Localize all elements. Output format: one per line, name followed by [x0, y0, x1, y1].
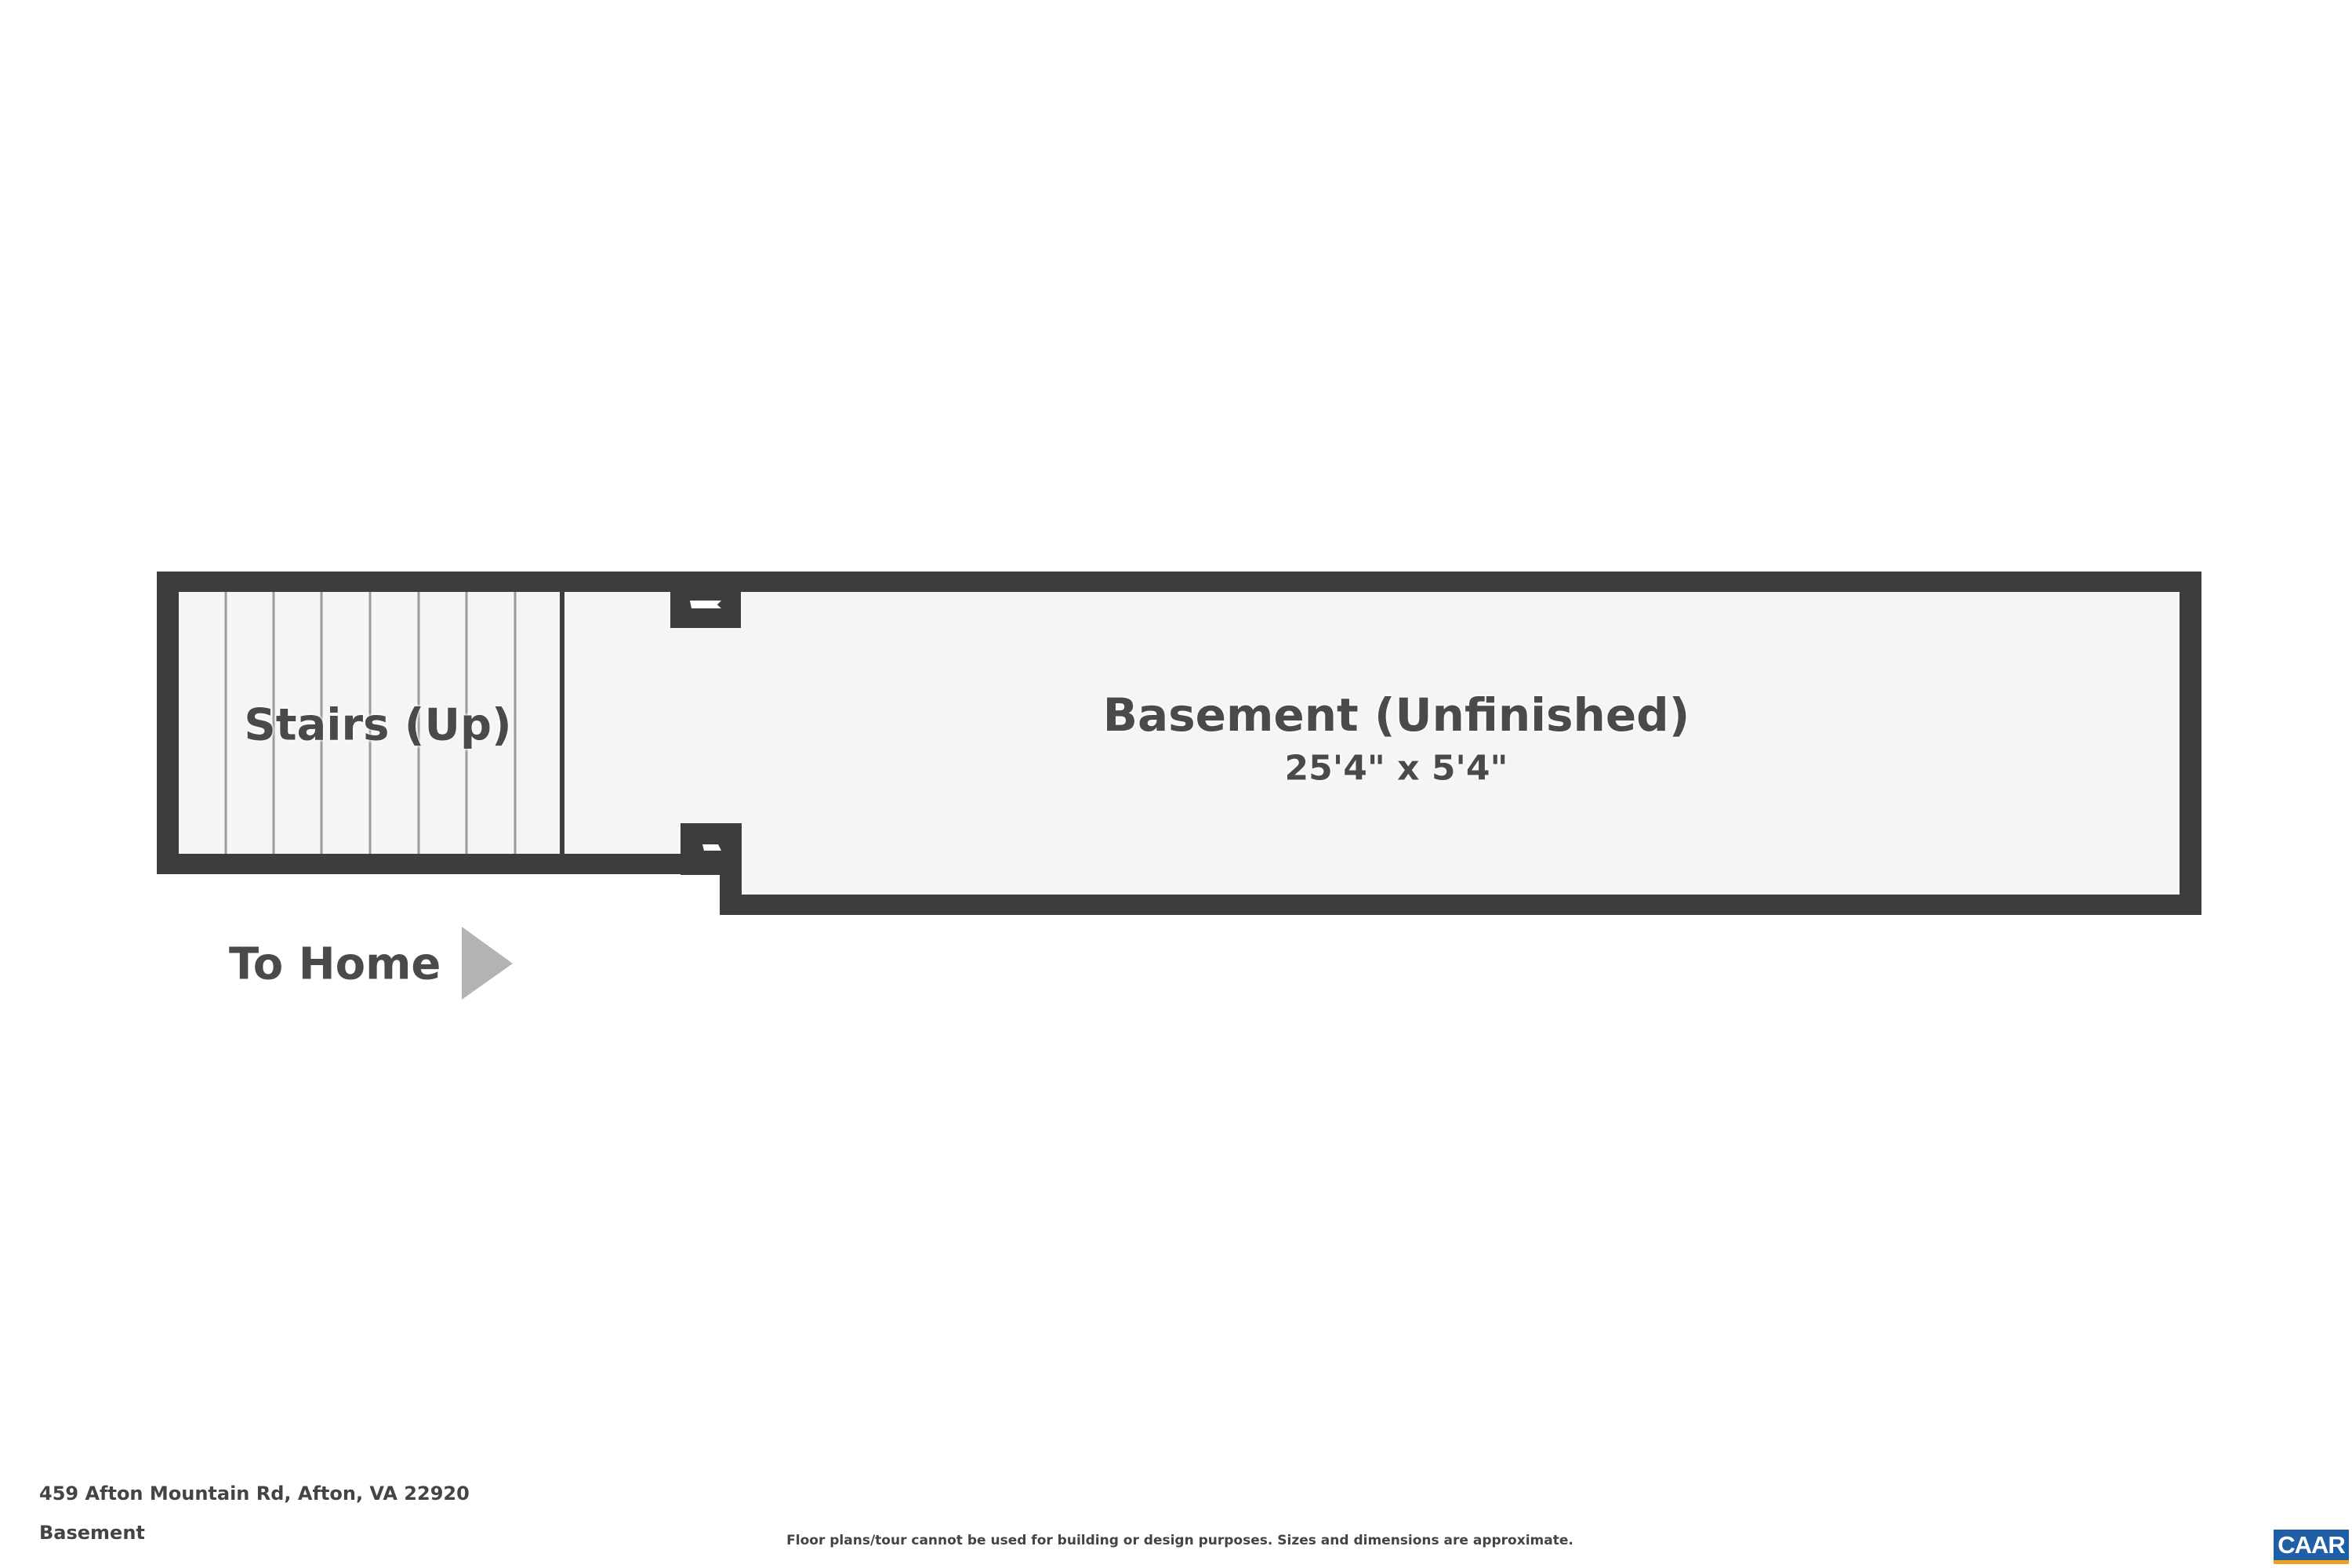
caar-logo: CAAR [2274, 1530, 2349, 1564]
bottom-pillar-symbol [702, 844, 721, 851]
top-wall [157, 572, 2201, 592]
arrow-right-icon[interactable] [462, 927, 513, 1000]
property-address: 459 Afton Mountain Rd, Afton, VA 22920 [39, 1483, 470, 1504]
basement-bottom-wall [720, 895, 2201, 915]
right-wall [2180, 572, 2201, 915]
stairs-divider-wall [560, 592, 564, 856]
stairs-label: Stairs (Up) [244, 699, 512, 751]
stair-treads [224, 592, 517, 856]
to-home-link[interactable]: To Home [229, 938, 441, 990]
stairs-floor [168, 592, 560, 856]
left-wall [157, 572, 179, 874]
basement-floor [735, 592, 2180, 896]
stairs-bottom-wall [157, 854, 720, 874]
logo-text: CAAR [2278, 1531, 2346, 1559]
basement-dimensions: 25'4" x 5'4" [1284, 748, 1508, 789]
top-pillar [670, 572, 741, 628]
floor-name: Basement [39, 1522, 145, 1544]
landing-floor [560, 592, 735, 856]
top-pillar-symbol-fill [690, 601, 721, 608]
walls [157, 572, 2201, 915]
basement-label: Basement (Unfinished) [1102, 688, 1690, 742]
disclaimer-text: Floor plans/tour cannot be used for buil… [786, 1533, 1573, 1548]
